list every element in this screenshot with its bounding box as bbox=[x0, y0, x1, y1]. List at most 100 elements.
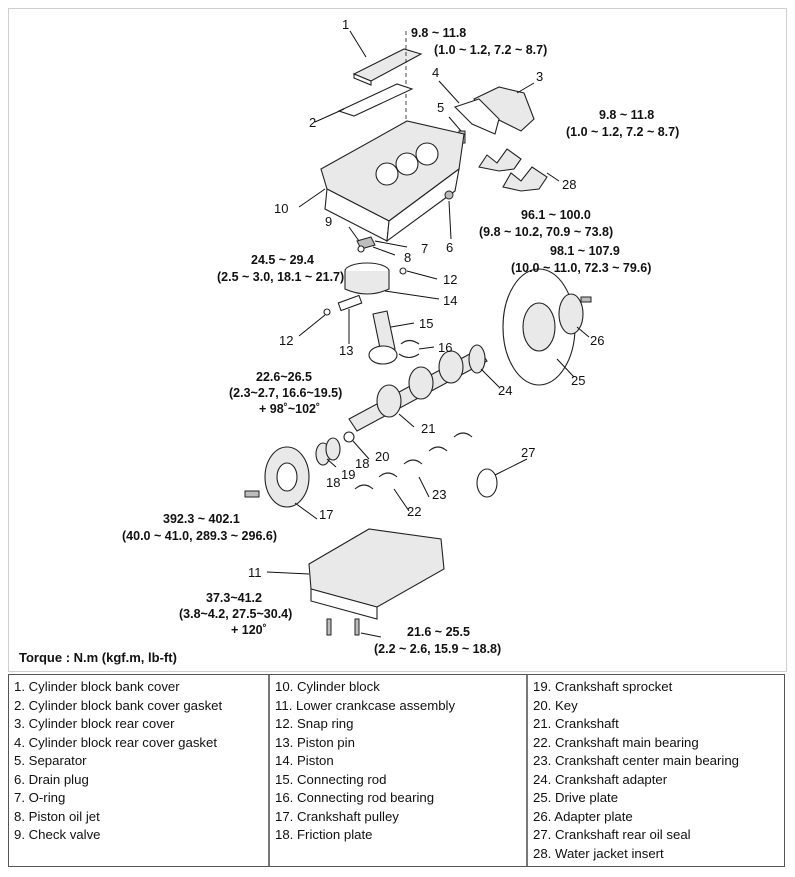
legend-item: 7. O-ring bbox=[14, 790, 66, 805]
torque-t2-line2: (1.0 ~ 1.2, 7.2 ~ 8.7) bbox=[566, 125, 679, 139]
part-snap-ring bbox=[298, 267, 438, 337]
legend-item: 5. Separator bbox=[14, 753, 87, 768]
callout-19: 19 bbox=[341, 467, 355, 482]
part-connecting-rod bbox=[368, 310, 435, 365]
part-piston bbox=[344, 262, 440, 300]
callout-23: 23 bbox=[432, 487, 446, 502]
callout-12a: 12 bbox=[443, 272, 457, 287]
callout-16: 16 bbox=[438, 340, 452, 355]
legend-item: 25. Drive plate bbox=[533, 790, 619, 805]
callout-5: 5 bbox=[437, 100, 444, 115]
legend-item: 12. Snap ring bbox=[275, 716, 354, 731]
callout-4: 4 bbox=[432, 65, 439, 80]
callout-18b: 18 bbox=[326, 475, 340, 490]
callout-25: 25 bbox=[571, 373, 585, 388]
callout-2: 2 bbox=[309, 115, 316, 130]
engine-block-drawing: 9.8 ~ 11.8 (1.0 ~ 1.2, 7.2 ~ 8.7) 9.8 ~ … bbox=[122, 17, 679, 656]
legend-column-1: 1. Cylinder block bank cover 2. Cylinder… bbox=[9, 675, 270, 866]
parts-legend-table: 1. Cylinder block bank cover 2. Cylinder… bbox=[8, 674, 785, 867]
callout-9: 9 bbox=[325, 214, 332, 229]
callout-24: 24 bbox=[498, 383, 512, 398]
part-lower-crankcase bbox=[266, 528, 445, 638]
legend-item: 19. Crankshaft sprocket bbox=[533, 679, 673, 694]
callout-15: 15 bbox=[419, 316, 433, 331]
torque-t3-line2: (9.8 ~ 10.2, 70.9 ~ 73.8) bbox=[479, 225, 613, 239]
legend-item: 11. Lower crankcase assembly bbox=[275, 697, 456, 713]
part-cylinder-block bbox=[298, 120, 465, 243]
torque-t9-line2: (2.2 ~ 2.6, 15.9 ~ 18.8) bbox=[374, 642, 501, 656]
callout-3: 3 bbox=[536, 69, 543, 84]
part-bank-cover bbox=[349, 30, 423, 159]
torque-t8-line1: 37.3~41.2 bbox=[206, 591, 262, 605]
legend-item: 28. Water jacket insert bbox=[533, 845, 664, 861]
callout-10: 10 bbox=[274, 201, 288, 216]
callout-20: 20 bbox=[375, 449, 389, 464]
legend-item: 21. Crankshaft bbox=[533, 716, 619, 731]
part-main-bearings bbox=[354, 432, 473, 512]
legend-item: 24. Crankshaft adapter bbox=[533, 771, 668, 787]
callout-27: 27 bbox=[521, 445, 535, 460]
callout-28: 28 bbox=[562, 177, 576, 192]
callout-12b: 12 bbox=[279, 333, 293, 348]
part-rear-oil-seal bbox=[476, 458, 528, 498]
callout-22: 22 bbox=[407, 504, 421, 519]
legend-item: 1. Cylinder block bank cover bbox=[14, 679, 180, 694]
callout-6: 6 bbox=[446, 240, 453, 255]
legend-item: 4. Cylinder block rear cover gasket bbox=[14, 734, 218, 750]
torque-t5-line1: 98.1 ~ 107.9 bbox=[550, 244, 620, 258]
legend-item: 16. Connecting rod bearing bbox=[275, 790, 435, 805]
legend-item: 22. Crankshaft main bearing bbox=[533, 734, 699, 750]
legend-item: 27. Crankshaft rear oil seal bbox=[533, 827, 691, 842]
part-drain-plug bbox=[444, 190, 454, 240]
callout-21: 21 bbox=[421, 421, 435, 436]
exploded-diagram: 9.8 ~ 11.8 (1.0 ~ 1.2, 7.2 ~ 8.7) 9.8 ~ … bbox=[8, 8, 787, 672]
torque-t8-line2: (3.8~4.2, 27.5~30.4) bbox=[179, 607, 292, 621]
callout-1: 1 bbox=[342, 17, 349, 32]
legend-item: 6. Drain plug bbox=[14, 771, 89, 787]
callout-26: 26 bbox=[590, 333, 604, 348]
legend-item: 26. Adapter plate bbox=[533, 808, 633, 824]
callout-11: 11 bbox=[248, 565, 262, 580]
torque-t7-line1: 392.3 ~ 402.1 bbox=[163, 512, 240, 526]
torque-t1-line2: (1.0 ~ 1.2, 7.2 ~ 8.7) bbox=[434, 43, 547, 57]
part-water-jacket-insert bbox=[478, 148, 560, 192]
part-crankshaft-pulley bbox=[244, 431, 370, 520]
part-crankshaft-adapter bbox=[468, 344, 500, 388]
torque-t4-line1: 24.5 ~ 29.4 bbox=[251, 253, 314, 267]
torque-t5-line2: (10.0 ~ 11.0, 72.3 ~ 79.6) bbox=[511, 261, 651, 275]
callout-18a: 18 bbox=[355, 456, 369, 471]
callout-13: 13 bbox=[339, 343, 353, 358]
part-piston-oil-jet bbox=[348, 226, 408, 256]
callout-7: 7 bbox=[421, 241, 428, 256]
legend-item: 18. Friction plate bbox=[275, 827, 373, 842]
torque-t6-line2: (2.3~2.7, 16.6~19.5) bbox=[229, 386, 342, 400]
torque-units-title: Torque : N.m (kgf.m, lb-ft) bbox=[19, 650, 177, 665]
part-adapter-plate bbox=[558, 293, 592, 338]
torque-t6-line3: + 98˚~102˚ bbox=[259, 402, 320, 416]
legend-item: 9. Check valve bbox=[14, 827, 101, 842]
legend-item: 23. Crankshaft center main bearing bbox=[533, 753, 739, 768]
part-crankshaft bbox=[348, 348, 488, 432]
torque-t1-line1: 9.8 ~ 11.8 bbox=[411, 26, 466, 40]
legend-column-3: 19. Crankshaft sprocket 20. Key 21. Cran… bbox=[528, 675, 786, 866]
torque-t2-line1: 9.8 ~ 11.8 bbox=[599, 108, 654, 122]
legend-item: 17. Crankshaft pulley bbox=[275, 808, 399, 824]
torque-t4-line2: (2.5 ~ 3.0, 18.1 ~ 21.7) bbox=[217, 270, 344, 284]
torque-t7-line2: (40.0 ~ 41.0, 289.3 ~ 296.6) bbox=[122, 529, 277, 543]
legend-item: 13. Piston pin bbox=[275, 734, 355, 750]
torque-t3-line1: 96.1 ~ 100.0 bbox=[521, 208, 591, 222]
legend-item: 3. Cylinder block rear cover bbox=[14, 716, 175, 731]
part-bank-cover-gasket bbox=[314, 83, 414, 123]
legend-column-2: 10. Cylinder block 11. Lower crankcase a… bbox=[270, 675, 528, 866]
callout-17: 17 bbox=[319, 507, 333, 522]
callout-8: 8 bbox=[404, 250, 411, 265]
torque-t8-line3: + 120˚ bbox=[231, 623, 267, 637]
part-piston-pin bbox=[337, 294, 363, 344]
legend-item: 14. Piston bbox=[275, 753, 334, 768]
legend-item: 10. Cylinder block bbox=[275, 679, 380, 694]
legend-item: 2. Cylinder block bank cover gasket bbox=[14, 697, 223, 713]
legend-item: 15. Connecting rod bbox=[275, 771, 387, 787]
torque-t6-line1: 22.6~26.5 bbox=[256, 370, 312, 384]
torque-t9-line1: 21.6 ~ 25.5 bbox=[407, 625, 470, 639]
part-rear-cover bbox=[438, 80, 535, 135]
